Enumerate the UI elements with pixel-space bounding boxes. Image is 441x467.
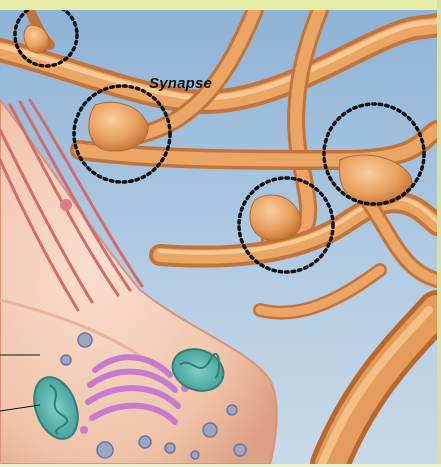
right-color-band — [437, 0, 441, 467]
top-color-band — [0, 0, 441, 10]
synapse-label: Synapse — [149, 75, 212, 92]
neuron-illustration — [0, 10, 437, 464]
